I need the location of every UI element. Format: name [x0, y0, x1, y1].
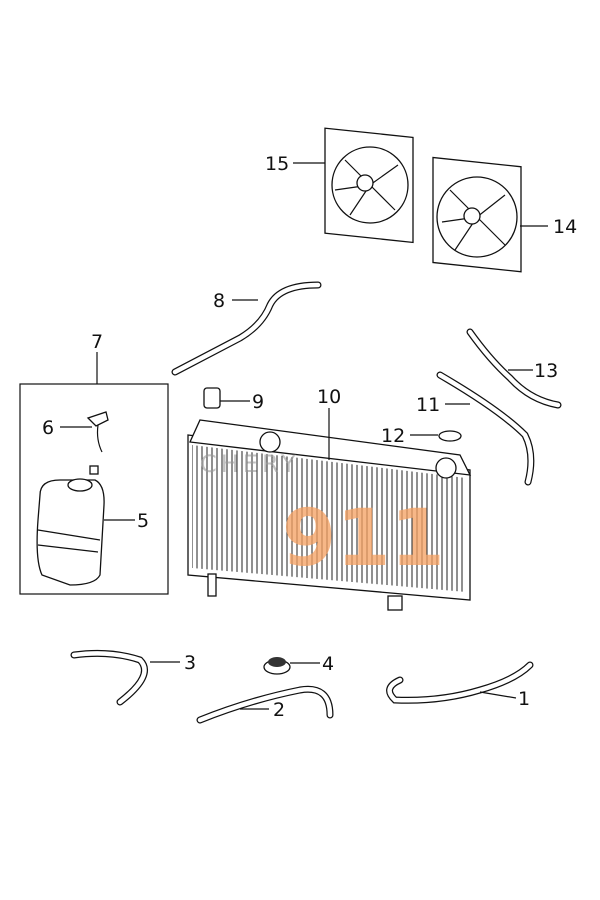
callout-14: 14 — [553, 216, 577, 238]
watermark-brand: CHERY — [200, 450, 300, 478]
callout-9: 9 — [252, 391, 264, 413]
reservoir-5 — [36, 465, 105, 586]
cap-12 — [438, 430, 462, 442]
fan-assembly-15 — [324, 127, 414, 244]
fan-assembly-14 — [432, 156, 522, 273]
callout-7: 7 — [91, 331, 103, 353]
callout-1: 1 — [518, 688, 530, 710]
hose-1 — [386, 661, 534, 704]
callout-8: 8 — [213, 290, 225, 312]
group-box-7 — [19, 383, 169, 595]
hose-13 — [466, 328, 562, 409]
radiator-10 — [187, 419, 472, 611]
callout-12: 12 — [381, 425, 405, 447]
grommet-4 — [263, 657, 291, 675]
hose-11 — [436, 371, 535, 486]
cap-6 — [86, 411, 109, 453]
callout-6: 6 — [42, 417, 54, 439]
callout-3: 3 — [184, 652, 196, 674]
callout-13: 13 — [534, 360, 558, 382]
hose-8 — [171, 281, 322, 376]
hose-2 — [196, 685, 334, 724]
callout-15: 15 — [265, 153, 289, 175]
callout-11: 11 — [416, 394, 440, 416]
callout-2: 2 — [273, 699, 285, 721]
hose-3 — [70, 649, 148, 706]
watermark-number: 911 — [282, 494, 445, 584]
watermark: CHERY 911 — [200, 450, 445, 584]
callout-10: 10 — [317, 386, 341, 408]
callout-4: 4 — [322, 653, 334, 675]
callout-5: 5 — [137, 510, 149, 532]
grommet-9 — [203, 387, 221, 409]
